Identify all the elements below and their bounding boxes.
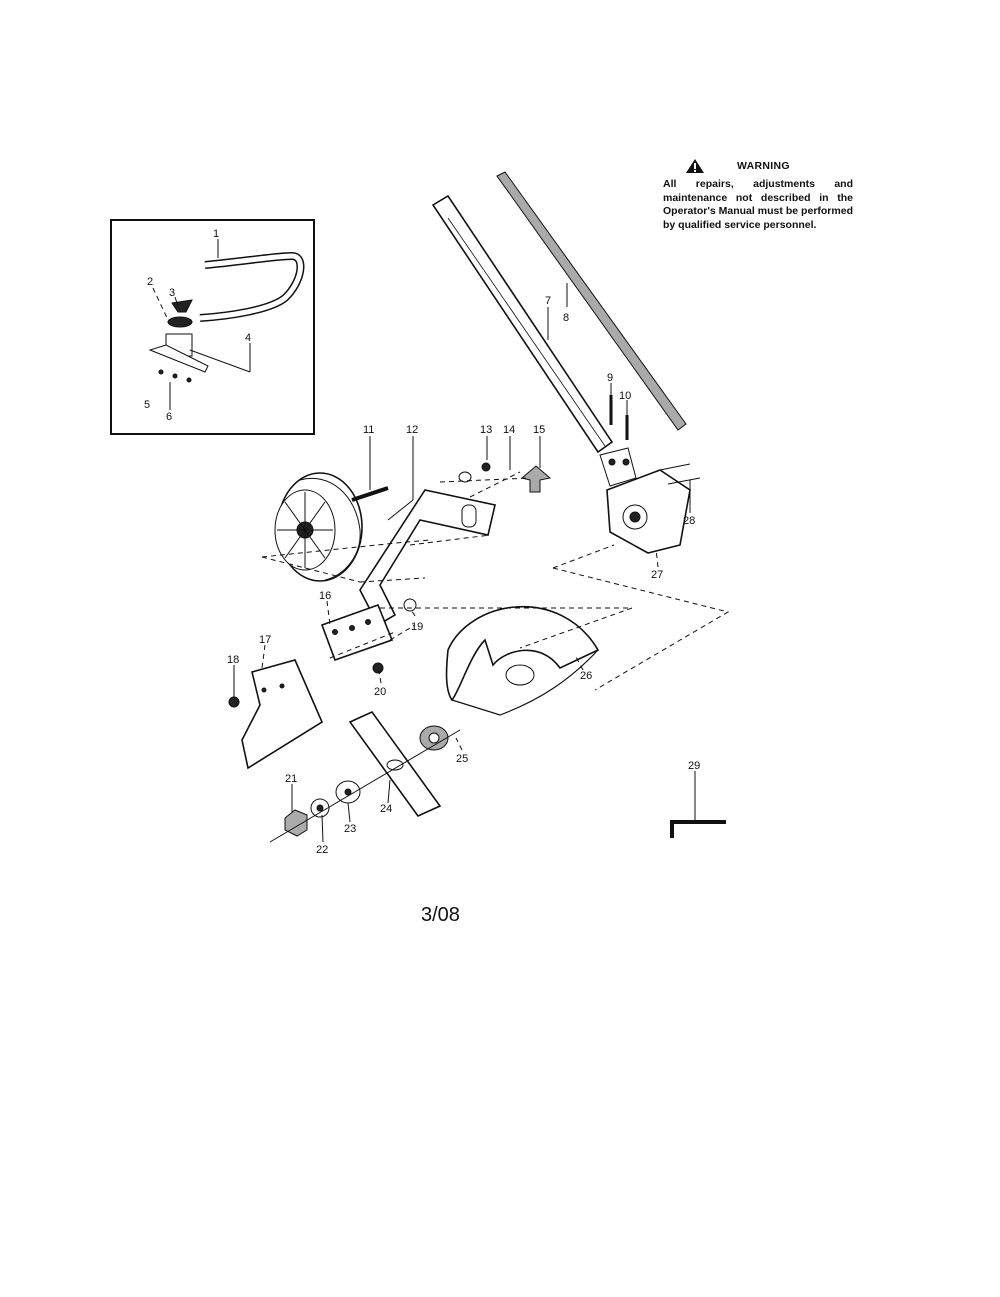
handle-knob xyxy=(171,299,193,313)
warning-notice: WARNING All repairs, adjustments and mai… xyxy=(663,158,853,232)
blade-guard xyxy=(445,605,600,702)
callout-3: 3 xyxy=(169,287,175,299)
edger-bracket xyxy=(320,603,394,662)
callout-19: 19 xyxy=(411,621,423,633)
wheel-bracket xyxy=(359,489,496,627)
hex-key xyxy=(670,820,726,838)
callout-23: 23 xyxy=(344,823,356,835)
washer-14 xyxy=(458,471,472,483)
callout-4: 4 xyxy=(245,332,251,344)
washer-19 xyxy=(403,598,417,612)
nut-20 xyxy=(372,662,384,674)
callout-1: 1 xyxy=(213,228,219,240)
screw-18 xyxy=(228,696,240,708)
callout-27: 27 xyxy=(651,569,663,581)
knob-15 xyxy=(520,465,552,493)
callout-10: 10 xyxy=(619,390,631,402)
callout-29: 29 xyxy=(688,760,700,772)
callout-9: 9 xyxy=(607,372,613,384)
callout-8: 8 xyxy=(563,312,569,324)
callout-12: 12 xyxy=(406,424,418,436)
callout-14: 14 xyxy=(503,424,515,436)
warning-header: WARNING xyxy=(685,158,853,174)
callout-5: 5 xyxy=(144,399,150,411)
callout-24: 24 xyxy=(380,803,392,815)
handle-clamp xyxy=(167,316,193,328)
callout-18: 18 xyxy=(227,654,239,666)
blade-nut xyxy=(284,809,308,837)
callout-7: 7 xyxy=(545,295,551,307)
flex-drive-shaft xyxy=(496,171,687,431)
callout-25: 25 xyxy=(456,753,468,765)
nut-13 xyxy=(481,462,491,472)
wheel-bolt xyxy=(351,486,389,502)
callout-28: 28 xyxy=(683,515,695,527)
warning-title: WARNING xyxy=(737,160,790,172)
callout-20: 20 xyxy=(374,686,386,698)
inset-box xyxy=(110,219,315,435)
callout-15: 15 xyxy=(533,424,545,436)
callout-6: 6 xyxy=(166,411,172,423)
warning-text: All repairs, adjustments and maintenance… xyxy=(663,178,853,231)
drive-shaft-housing xyxy=(431,194,614,454)
callout-13: 13 xyxy=(480,424,492,436)
callout-16: 16 xyxy=(319,590,331,602)
callout-11: 11 xyxy=(363,424,374,436)
callout-22: 22 xyxy=(316,844,328,856)
warning-triangle-icon xyxy=(686,159,704,173)
date-code: 3/08 xyxy=(421,904,460,926)
callout-21: 21 xyxy=(285,773,297,785)
wheel xyxy=(274,472,363,582)
shield-plate xyxy=(241,659,324,770)
callout-26: 26 xyxy=(580,670,592,682)
callout-2: 2 xyxy=(147,276,153,288)
callout-17: 17 xyxy=(259,634,271,646)
